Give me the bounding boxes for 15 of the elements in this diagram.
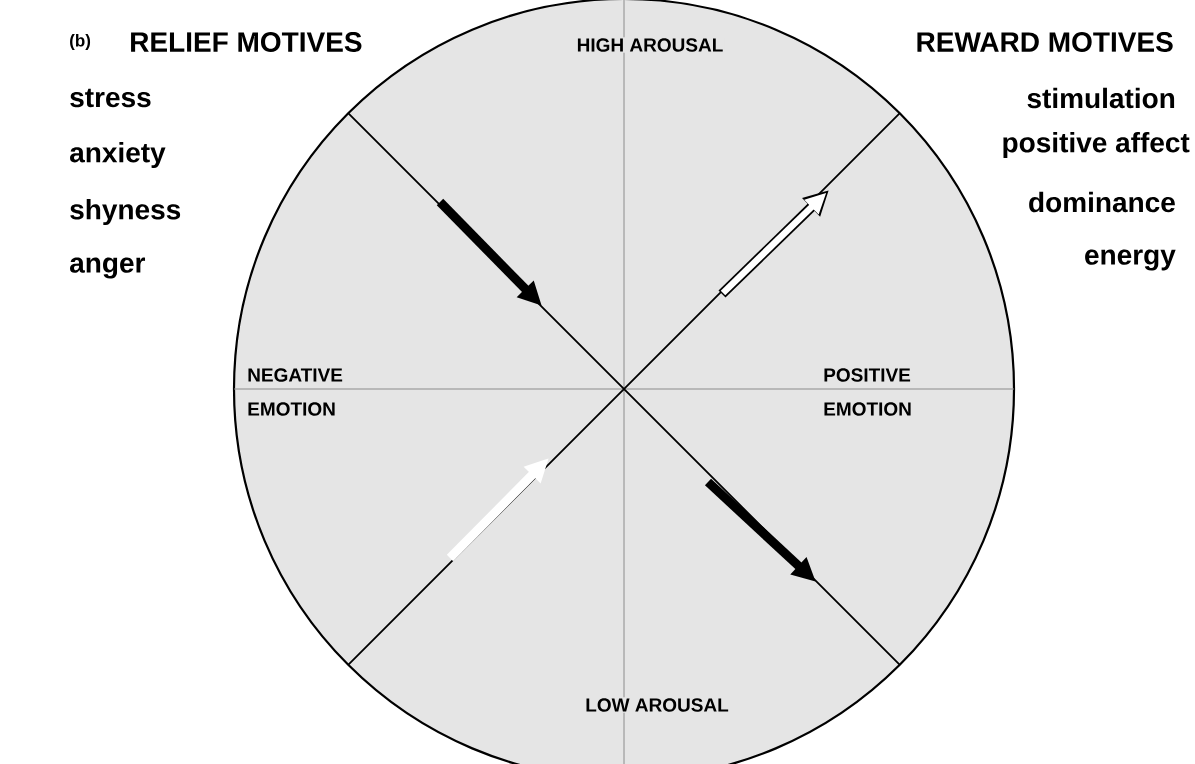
- axis-label: NEGATIVE EMOTION: [248, 368, 343, 416]
- list-item: anxiety: [70, 141, 166, 169]
- list-item: stress: [70, 88, 151, 108]
- list-item: stimulation: [1027, 87, 1175, 109]
- list-item: energy: [1085, 249, 1176, 271]
- axis-label: POSITIVE EMOTION: [824, 368, 911, 416]
- list-item: anger: [70, 257, 146, 279]
- axis-label: HIGH AROUSAL: [575, 37, 725, 53]
- heading: REWARD MOTIVES: [917, 32, 1173, 52]
- list-item: positive affect: [1003, 131, 1190, 159]
- panel-label: (b): [70, 34, 91, 50]
- list-item: dominance: [1029, 191, 1175, 213]
- axis-label: LOW AROUSAL: [584, 697, 730, 713]
- heading: RELIEF MOTIVES: [131, 32, 362, 52]
- list-item: shyness: [70, 198, 181, 226]
